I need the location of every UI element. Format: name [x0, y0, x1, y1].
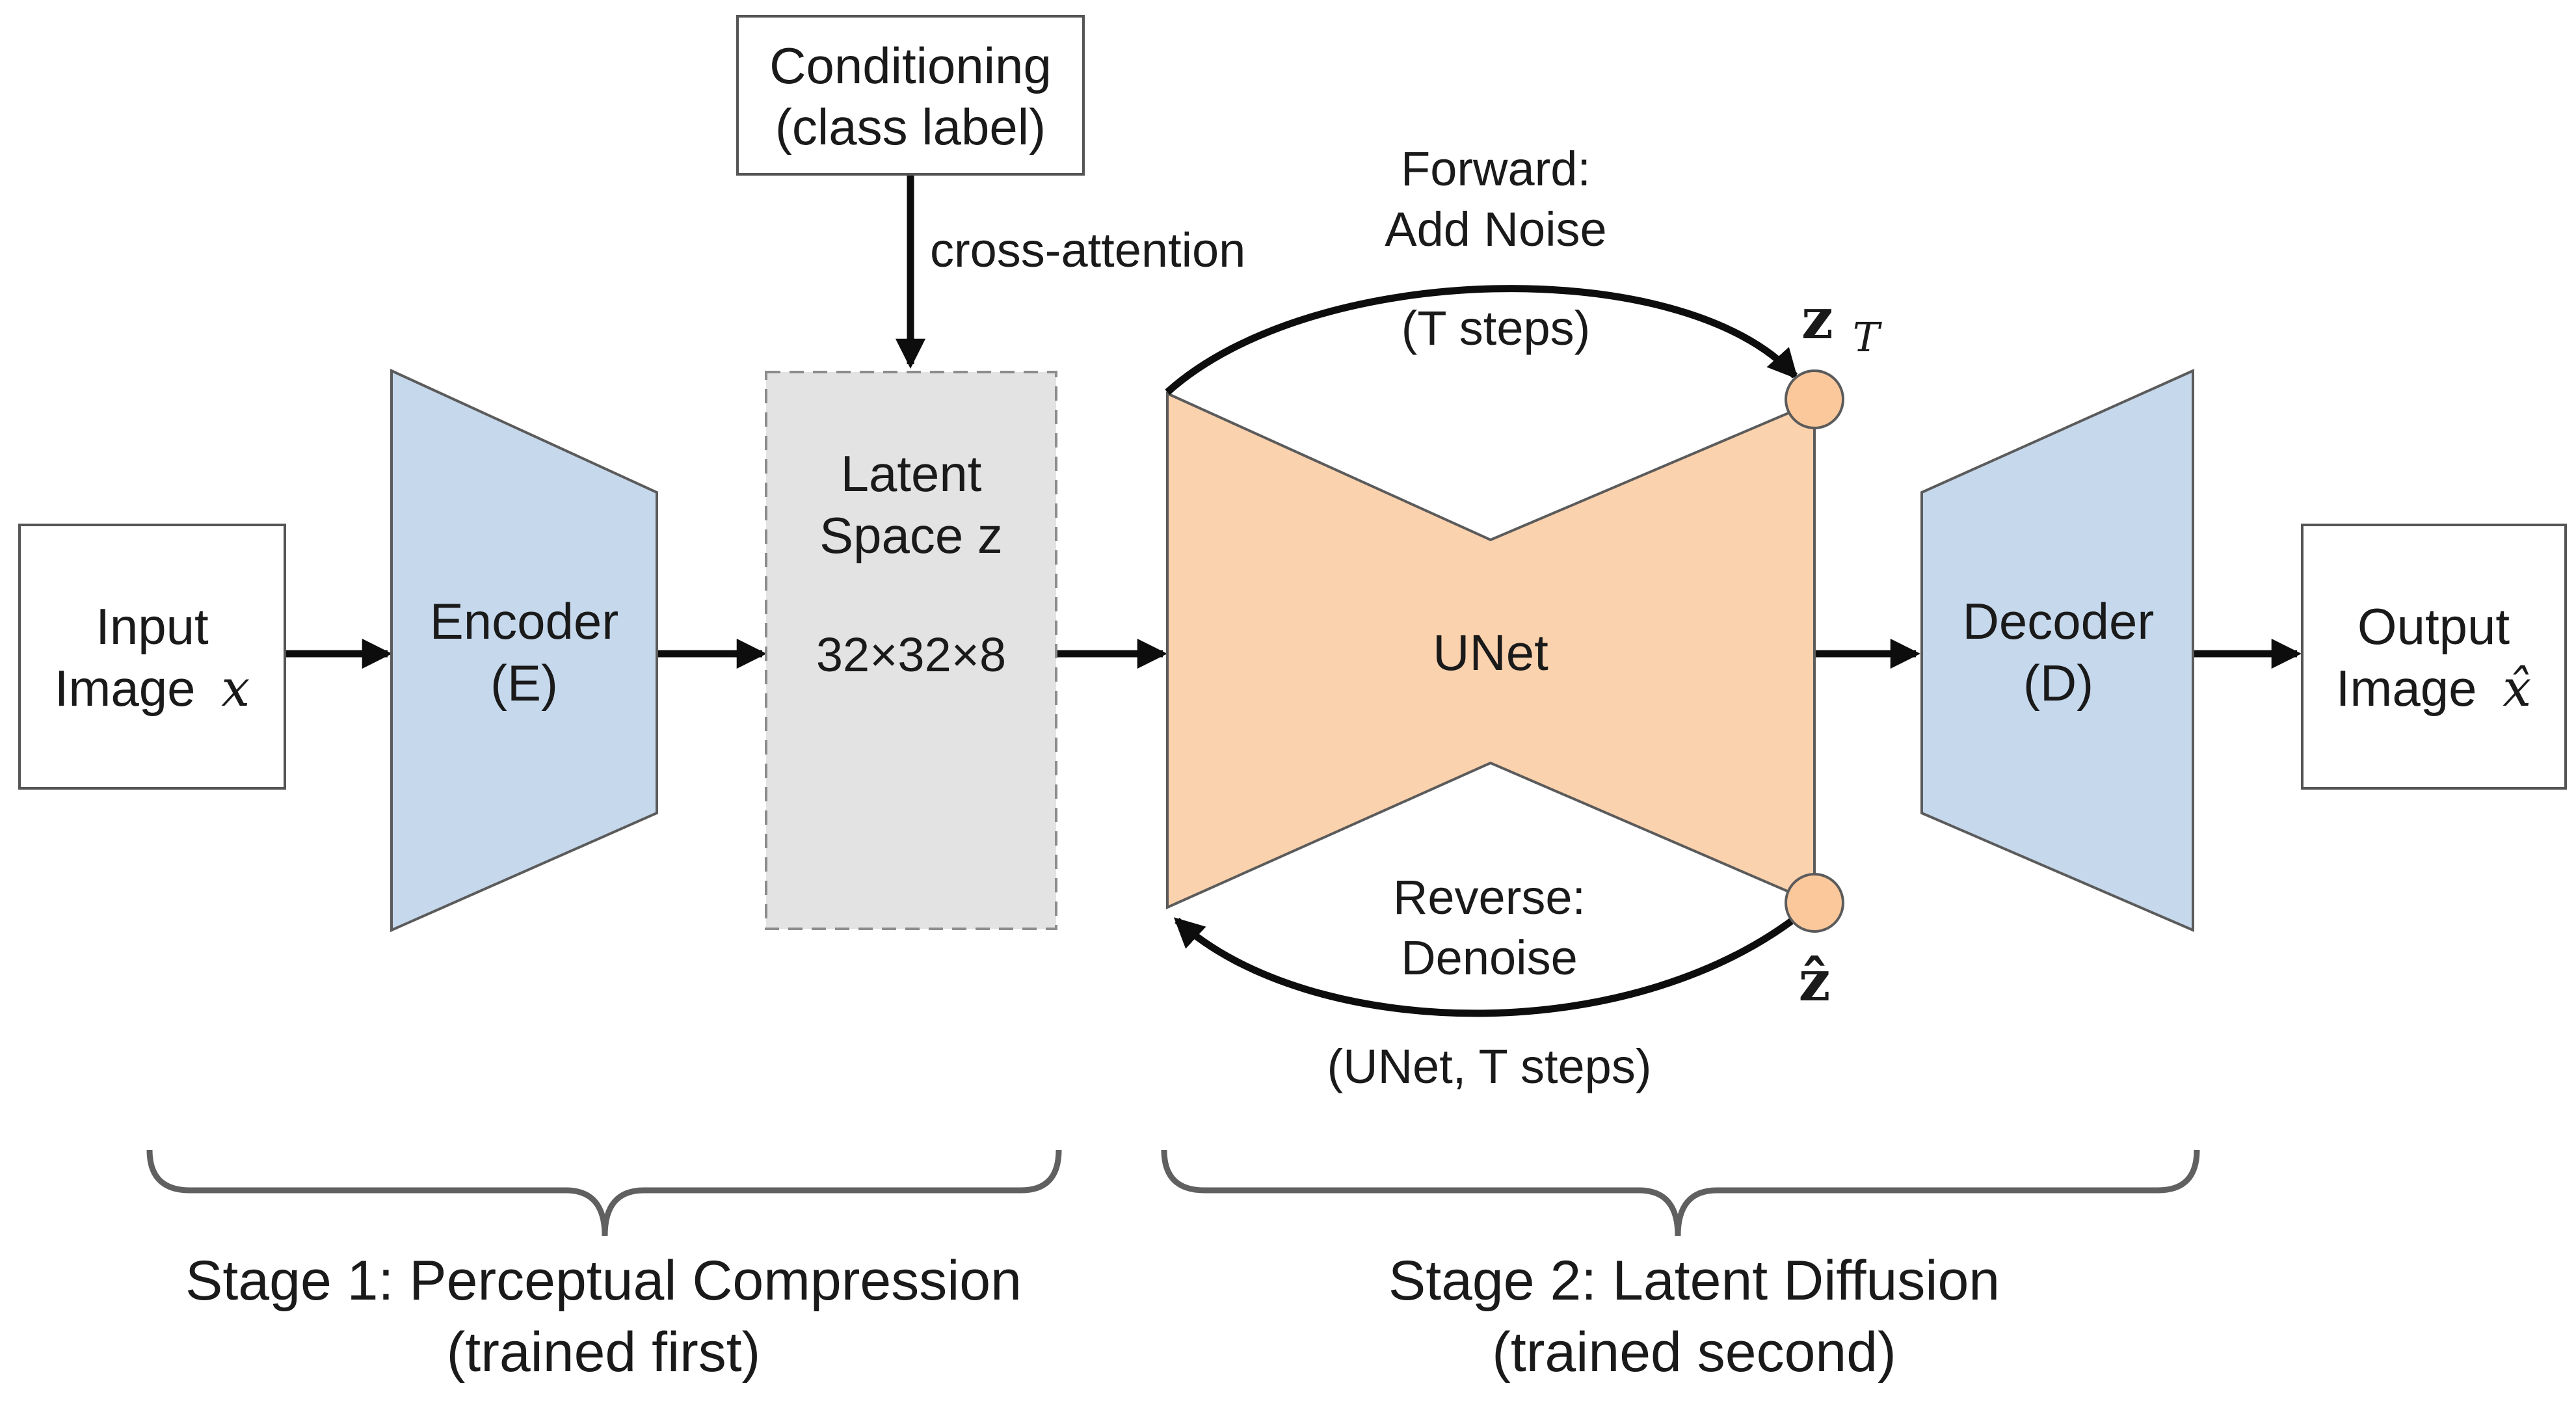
encoder-block: Encoder (E): [390, 368, 658, 933]
z-hat-node: ẑ: [1785, 873, 1844, 1014]
input-label-line2: Image x: [55, 660, 250, 718]
stage1-title: Stage 1: Perceptual Compression: [185, 1249, 1022, 1312]
input-label-word: Image: [55, 660, 196, 717]
z-T-subscript: T: [1853, 314, 1883, 361]
reverse-label-line3: (UNet, T steps): [1327, 1039, 1652, 1093]
latent-label-line2: Space z: [819, 507, 1003, 564]
input-image-box: Input Image x: [18, 524, 286, 790]
forward-noise-arc: [1165, 285, 1798, 395]
z-T-node: z T: [1785, 286, 1883, 429]
conditioning-rect: [736, 15, 1085, 176]
reverse-label-line2: Denoise: [1401, 931, 1578, 985]
stage2-brace: [1161, 1149, 2200, 1236]
forward-label-line1: Forward:: [1401, 142, 1591, 196]
latent-space-rect: [765, 371, 1057, 930]
encoder-label-line1: Encoder: [430, 593, 619, 650]
z-hat-label: ẑ: [1799, 948, 1831, 1014]
input-x-symbol: x: [221, 660, 250, 718]
z-T-circle: [1785, 369, 1844, 429]
conditioning-box: Conditioning (class label): [736, 15, 1085, 176]
stage1-brace: [146, 1149, 1062, 1236]
encoder-trapezoid: [390, 368, 658, 933]
output-image-box: Output Image x̂: [2301, 524, 2567, 790]
stage2-title: Stage 2: Latent Diffusion: [1388, 1249, 2000, 1312]
unet-label: UNet: [1433, 624, 1548, 681]
reverse-label-line1: Reverse:: [1393, 870, 1586, 924]
latent-space-box: Latent Space z 32×32×8: [765, 371, 1057, 930]
conditioning-line1: Conditioning: [769, 37, 1052, 94]
output-image-rect: [2301, 524, 2567, 790]
conditioning-line2: (class label): [775, 98, 1046, 155]
forward-label-line2: Add Noise: [1385, 202, 1606, 256]
cross-attention-label: cross-attention: [930, 223, 1245, 277]
output-x-hat-symbol: x̂: [2503, 660, 2531, 718]
input-label-line1: Input: [96, 598, 209, 655]
output-label-line2: Image x̂: [2336, 660, 2531, 718]
decoder-block: Decoder (D): [1920, 368, 2194, 933]
forward-label-line3: (T steps): [1401, 301, 1591, 355]
decoder-trapezoid: [1920, 368, 2194, 933]
reverse-denoise-arc: [1173, 900, 1817, 1017]
stage2-subtitle: (trained second): [1492, 1321, 1896, 1383]
z-hat-circle: [1785, 873, 1844, 933]
latent-label-line1: Latent: [841, 445, 982, 502]
z-T-base: z: [1801, 286, 1833, 352]
input-image-rect: [18, 524, 286, 790]
stage1-subtitle: (trained first): [447, 1321, 761, 1383]
z-T-label: z T: [1801, 286, 1883, 361]
latent-dims: 32×32×8: [816, 628, 1006, 682]
unet-block: UNet: [1166, 391, 1816, 910]
output-label-word: Image: [2336, 660, 2477, 717]
output-label-line1: Output: [2357, 598, 2510, 655]
decoder-label-line2: (D): [2023, 654, 2093, 712]
decoder-label-line1: Decoder: [1963, 593, 2155, 650]
encoder-label-line2: (E): [490, 654, 558, 712]
